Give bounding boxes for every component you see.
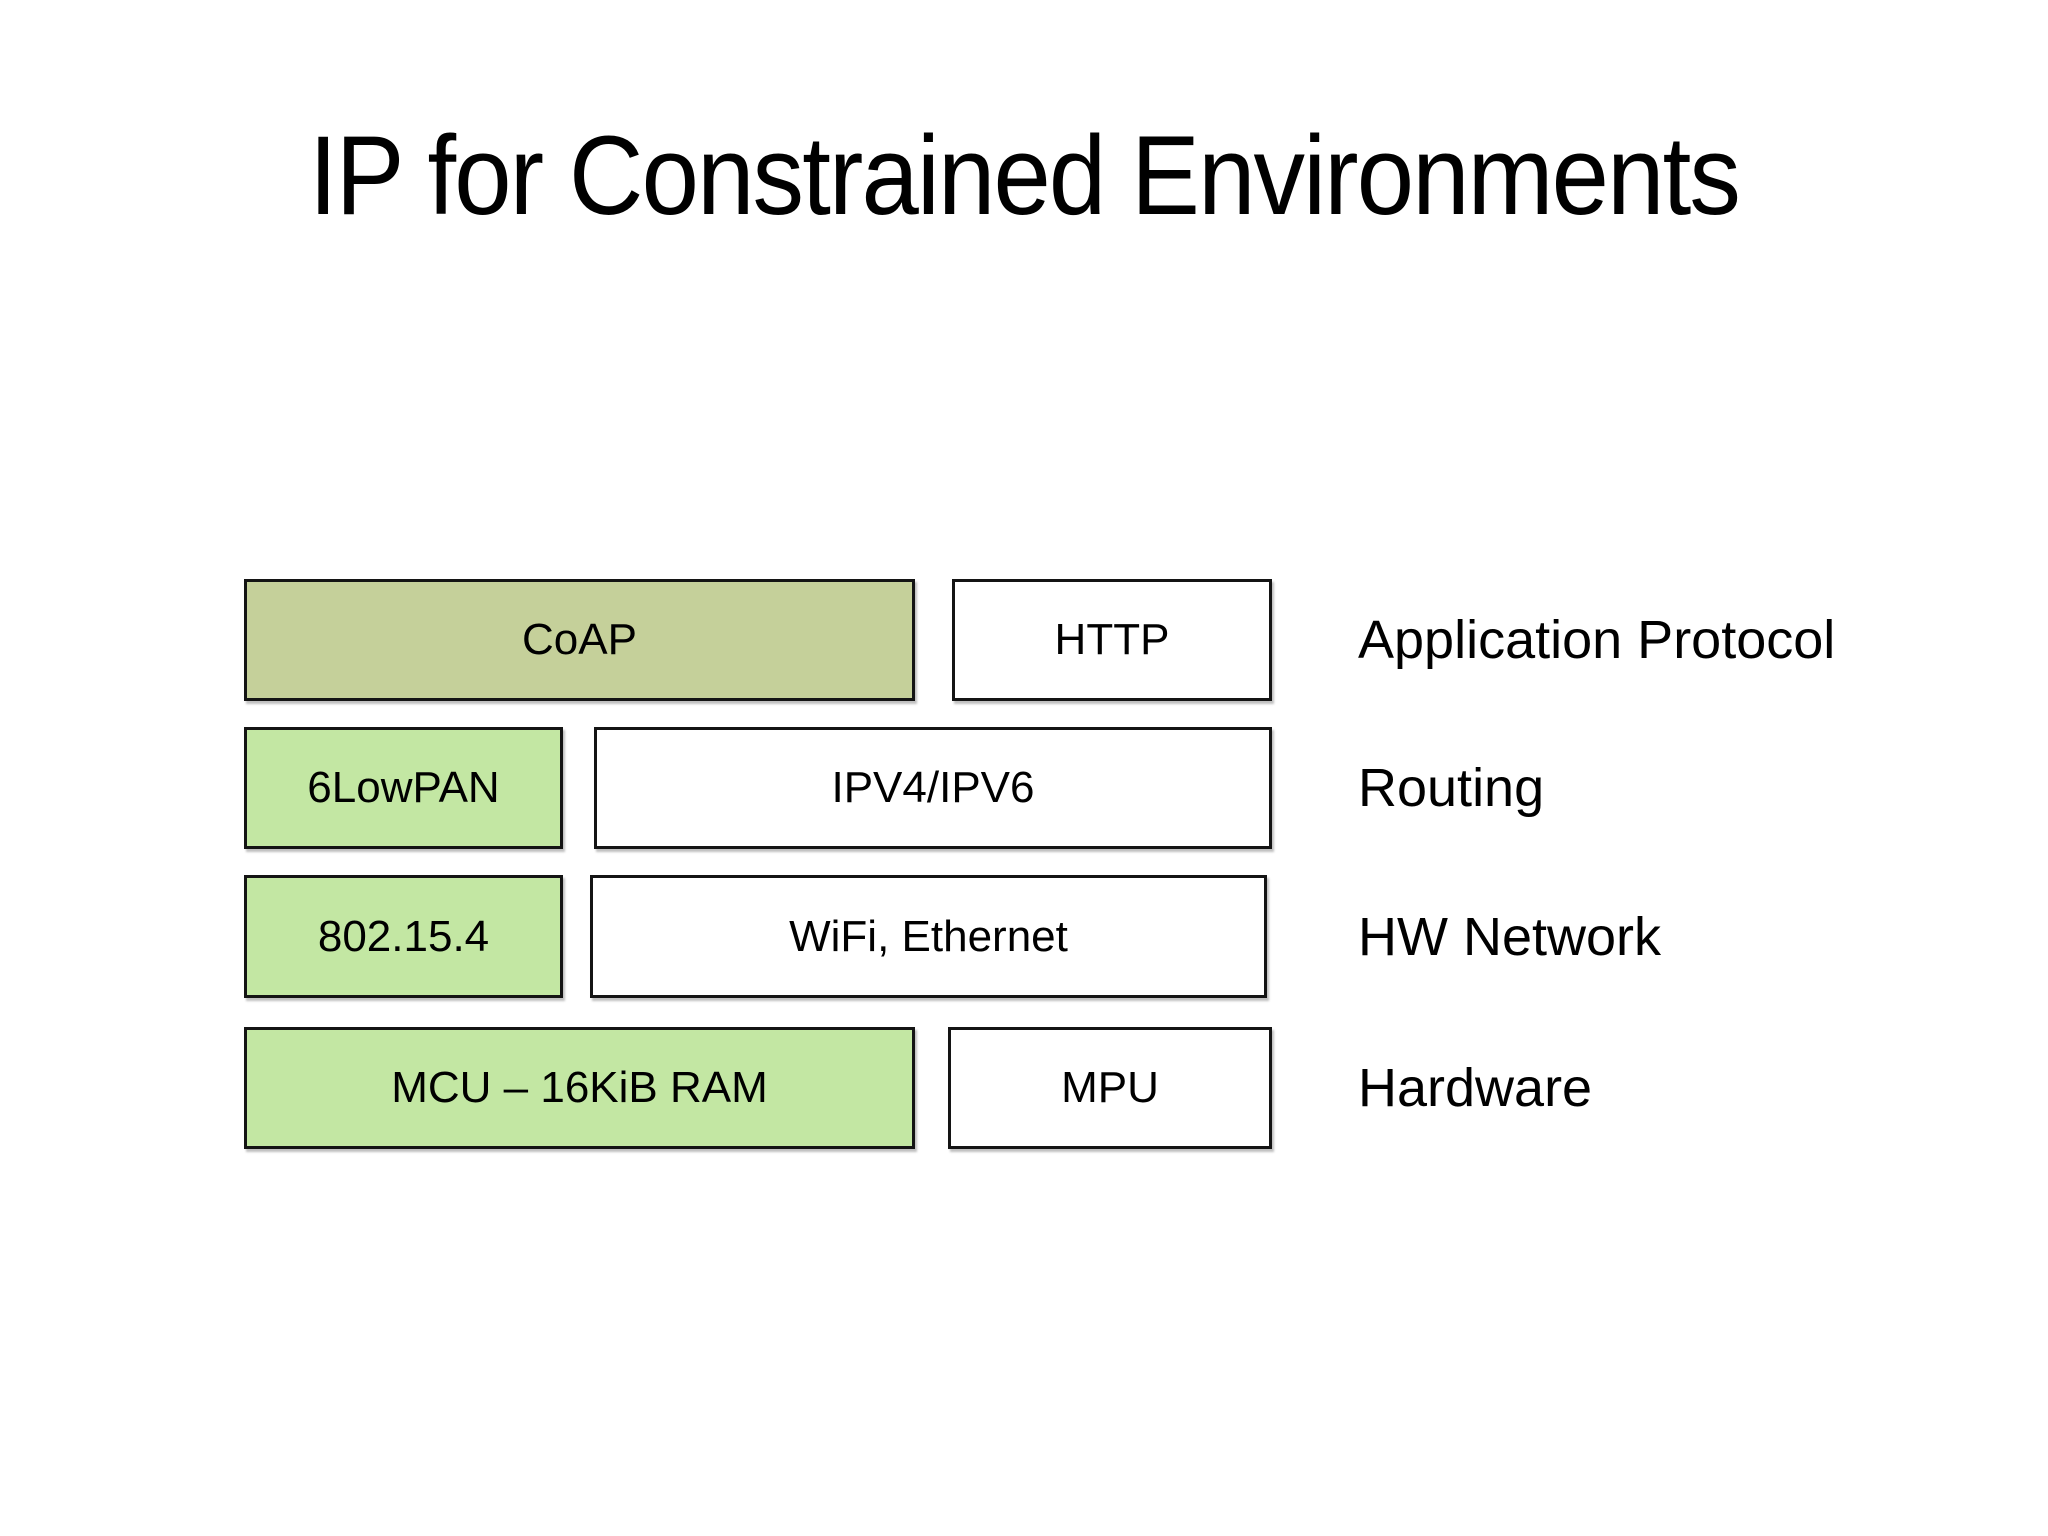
box-6lowpan: 6LowPAN — [244, 727, 563, 849]
box-mpu: MPU — [948, 1027, 1272, 1149]
row-label-application-protocol: Application Protocol — [1358, 610, 1836, 670]
row-label-routing: Routing — [1358, 758, 1545, 818]
slide-title: IP for Constrained Environments — [308, 113, 1741, 238]
box-http: HTTP — [952, 579, 1272, 701]
box-coap: CoAP — [244, 579, 915, 701]
box-ipv4-ipv6: IPV4/IPV6 — [594, 727, 1272, 849]
box-wifi-ethernet: WiFi, Ethernet — [590, 875, 1267, 998]
box-mcu-16kib-ram: MCU – 16KiB RAM — [244, 1027, 915, 1149]
box-802-15-4: 802.15.4 — [244, 875, 563, 998]
row-label-hardware: Hardware — [1358, 1058, 1593, 1118]
row-label-hw-network: HW Network — [1358, 906, 1662, 967]
